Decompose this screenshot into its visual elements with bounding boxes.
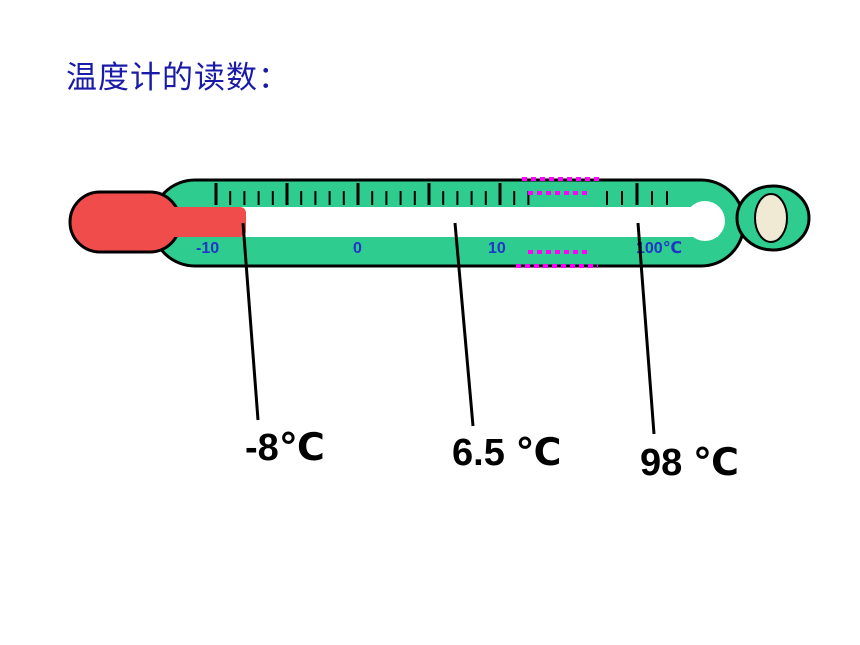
liquid-column bbox=[160, 207, 246, 237]
scale-label-minus-ten: -10 bbox=[196, 240, 219, 257]
capillary-tube bbox=[240, 207, 718, 237]
scale-label-ten: 10 bbox=[488, 240, 506, 257]
reading-label-minus-8: -8℃ bbox=[245, 427, 325, 469]
page-title: 温度计的读数： bbox=[66, 60, 290, 96]
reading-label-98: 98 ℃ bbox=[640, 442, 739, 484]
end-cap-inner bbox=[754, 193, 788, 243]
scale-label-zero: 0 bbox=[353, 240, 362, 257]
reading-label-6-5: 6.5 ℃ bbox=[452, 432, 561, 474]
scale-label-hundred: 100℃ bbox=[636, 240, 682, 257]
pointer-line-6-5 bbox=[453, 222, 475, 427]
scale-ticks bbox=[214, 183, 668, 205]
pointer-line-98 bbox=[636, 222, 656, 435]
pointer-line-minus-8 bbox=[241, 222, 260, 421]
capillary-end bbox=[685, 201, 725, 241]
scale-break-marks bbox=[516, 177, 602, 268]
